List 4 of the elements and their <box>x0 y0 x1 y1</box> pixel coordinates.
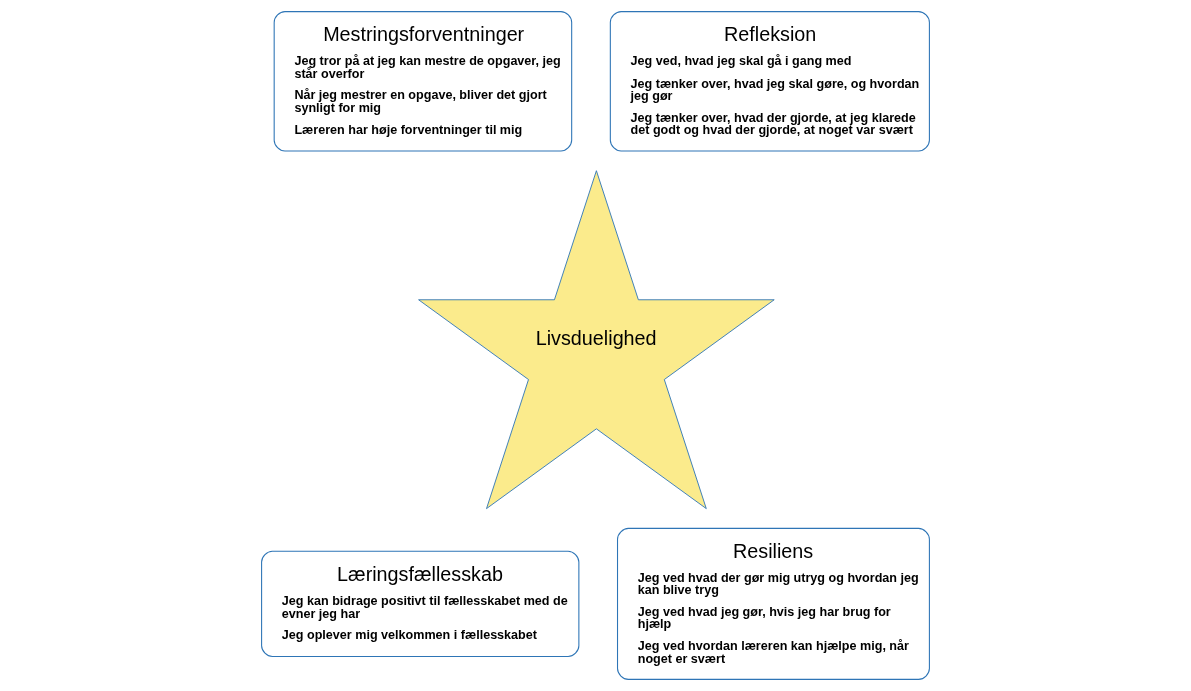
node-box: Læringsfællesskab Jeg kan bidrage positivt til fællesskabet med de evner jeg har Jeg oplever mig velkommen i fællesskabet <box>261 550 580 657</box>
node-box: Mestringsforventninger Jeg tror på at jeg kan mestre de opgaver, jeg står overfor Når jeg mestrer en opgave, bliver det gjort synligt for mig Læreren har høje forventninger til mig <box>273 11 573 152</box>
node-box: Refleksion Jeg ved, hvad jeg skal gå i gang med Jeg tænker over, hvad jeg skal gøre, og hvordan jeg gør Jeg tænker over, hvad der gjorde, at jeg klarede det godt og hvad der gjorde, at noget var svært <box>609 11 930 152</box>
node-box: Resiliens Jeg ved hvad der gør mig utryg og hvordan jeg kan blive tryg Jeg ved hvad jeg gør, hvis jeg har brug for hjælp Jeg ved hvordan læreren kan hjælpe mig, når noget er svært <box>617 527 930 680</box>
